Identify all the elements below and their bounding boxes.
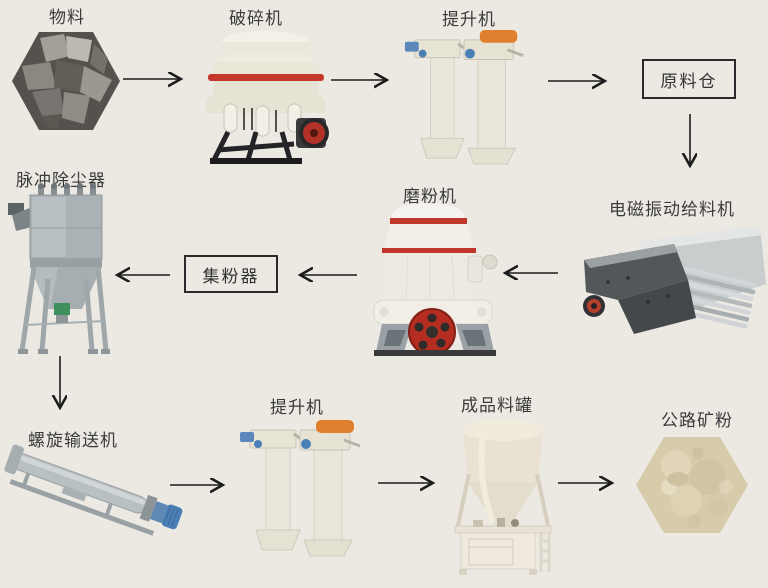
crusher-image xyxy=(206,31,329,164)
screw-conveyor-image xyxy=(4,444,183,536)
grinding-mill-image xyxy=(373,203,498,356)
bucket-elevator-2-image xyxy=(240,420,361,557)
bucket-elevator-1-node xyxy=(400,28,535,166)
bucket-elevator-1-image xyxy=(404,29,524,165)
product-tank-label: 成品料罐 xyxy=(461,396,533,415)
road-mineral-powder-node xyxy=(636,435,748,535)
feeder-label: 电磁振动给料机 xyxy=(609,200,735,219)
finished-product-tank-image xyxy=(454,419,552,575)
crusher-label: 破碎机 xyxy=(229,9,283,28)
elevator1-label: 提升机 xyxy=(442,10,496,29)
road-powder-label: 公路矿粉 xyxy=(661,411,733,430)
powder-collector-box: 集粉器 xyxy=(184,255,278,293)
material-label: 物料 xyxy=(49,8,85,27)
elevator2-label: 提升机 xyxy=(270,398,324,417)
raw-silo-box: 原料仓 xyxy=(642,59,736,99)
screw-conveyor-node xyxy=(0,443,195,563)
road-mineral-powder-image xyxy=(636,437,748,533)
material-rocks-image xyxy=(12,32,120,130)
mill-label: 磨粉机 xyxy=(403,187,457,206)
crusher-node xyxy=(198,26,338,168)
grinding-mill-node xyxy=(368,200,505,358)
material-node xyxy=(12,30,120,132)
pulse-dust-collector-image xyxy=(8,183,110,354)
pulse-dust-collector-node xyxy=(6,183,110,358)
finished-product-tank-node xyxy=(443,414,563,576)
screw-conveyor-label: 螺旋输送机 xyxy=(28,431,118,450)
vibrating-feeder-image xyxy=(583,226,766,334)
bucket-elevator-2-node xyxy=(236,414,371,562)
vibrating-feeder-node xyxy=(578,222,768,338)
